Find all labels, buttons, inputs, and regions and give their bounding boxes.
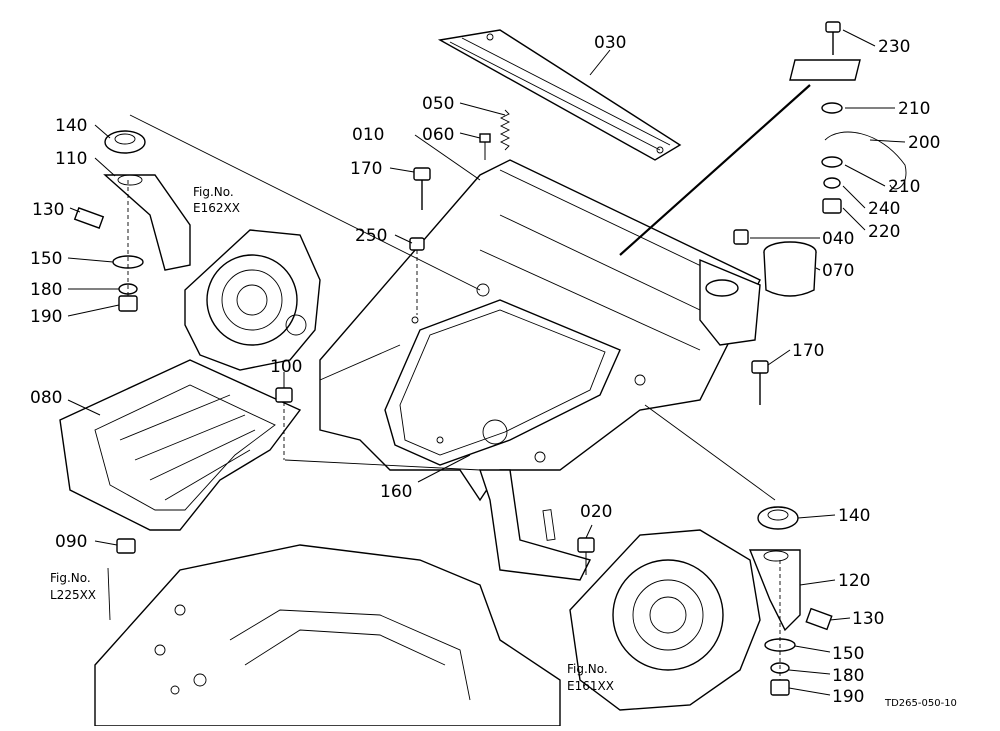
callout-190a: 190	[30, 307, 62, 327]
callout-140a: 140	[55, 116, 87, 136]
callout-010: 010	[352, 125, 384, 145]
callout-170a: 170	[350, 159, 382, 179]
callout-050: 050	[422, 94, 454, 114]
callout-030: 030	[594, 33, 626, 53]
top-right-fastener-stack	[619, 21, 907, 256]
callout-210b: 210	[888, 177, 920, 197]
part-030-plate	[437, 29, 682, 161]
callout-170b: 170	[792, 341, 824, 361]
callout-040: 040	[822, 229, 854, 249]
part-housing-e161	[569, 529, 761, 711]
callout-labels: 030 230 210 200 210 240 220 050 060 010 …	[30, 33, 940, 707]
callout-210a: 210	[898, 99, 930, 119]
callout-220: 220	[868, 222, 900, 242]
callout-120: 120	[838, 571, 870, 591]
callout-130b: 130	[852, 609, 884, 629]
callout-060: 060	[422, 125, 454, 145]
callout-160: 160	[380, 482, 412, 502]
callout-250: 250	[355, 226, 387, 246]
fig-ref-e162-line2: E162XX	[193, 201, 240, 215]
figure-references: Fig.No. E162XX Fig.No. L225XX Fig.No. E1…	[50, 185, 614, 693]
callout-100: 100	[270, 357, 302, 377]
callout-150a: 150	[30, 249, 62, 269]
callout-070: 070	[822, 261, 854, 281]
drawing-code: TD265-050-10	[884, 698, 957, 709]
callout-190b: 190	[832, 687, 864, 707]
part-housing-e162	[184, 229, 321, 371]
callout-230: 230	[878, 37, 910, 57]
fig-ref-l225-line2: L225XX	[50, 588, 96, 602]
callout-090: 090	[55, 532, 87, 552]
fig-ref-e161-line1: Fig.No.	[567, 662, 608, 676]
callout-130a: 130	[32, 200, 64, 220]
callout-180a: 180	[30, 280, 62, 300]
callout-180b: 180	[832, 666, 864, 686]
callout-020: 020	[580, 502, 612, 522]
callout-200: 200	[908, 133, 940, 153]
fig-ref-l225-line1: Fig.No.	[50, 571, 91, 585]
leader-lines	[67, 29, 906, 696]
part-floor-l225	[94, 544, 561, 727]
callout-150b: 150	[832, 644, 864, 664]
left-mount-stack	[73, 130, 191, 312]
fig-ref-e162-line1: Fig.No.	[193, 185, 234, 199]
part-010-main-frame	[319, 159, 761, 581]
callout-110: 110	[55, 149, 87, 169]
right-mount-stack	[748, 506, 833, 696]
callout-140b: 140	[838, 506, 870, 526]
callout-080: 080	[30, 388, 62, 408]
callout-240: 240	[868, 199, 900, 219]
fig-ref-e161-line2: E161XX	[567, 679, 614, 693]
part-080-seat-pan	[59, 359, 302, 531]
